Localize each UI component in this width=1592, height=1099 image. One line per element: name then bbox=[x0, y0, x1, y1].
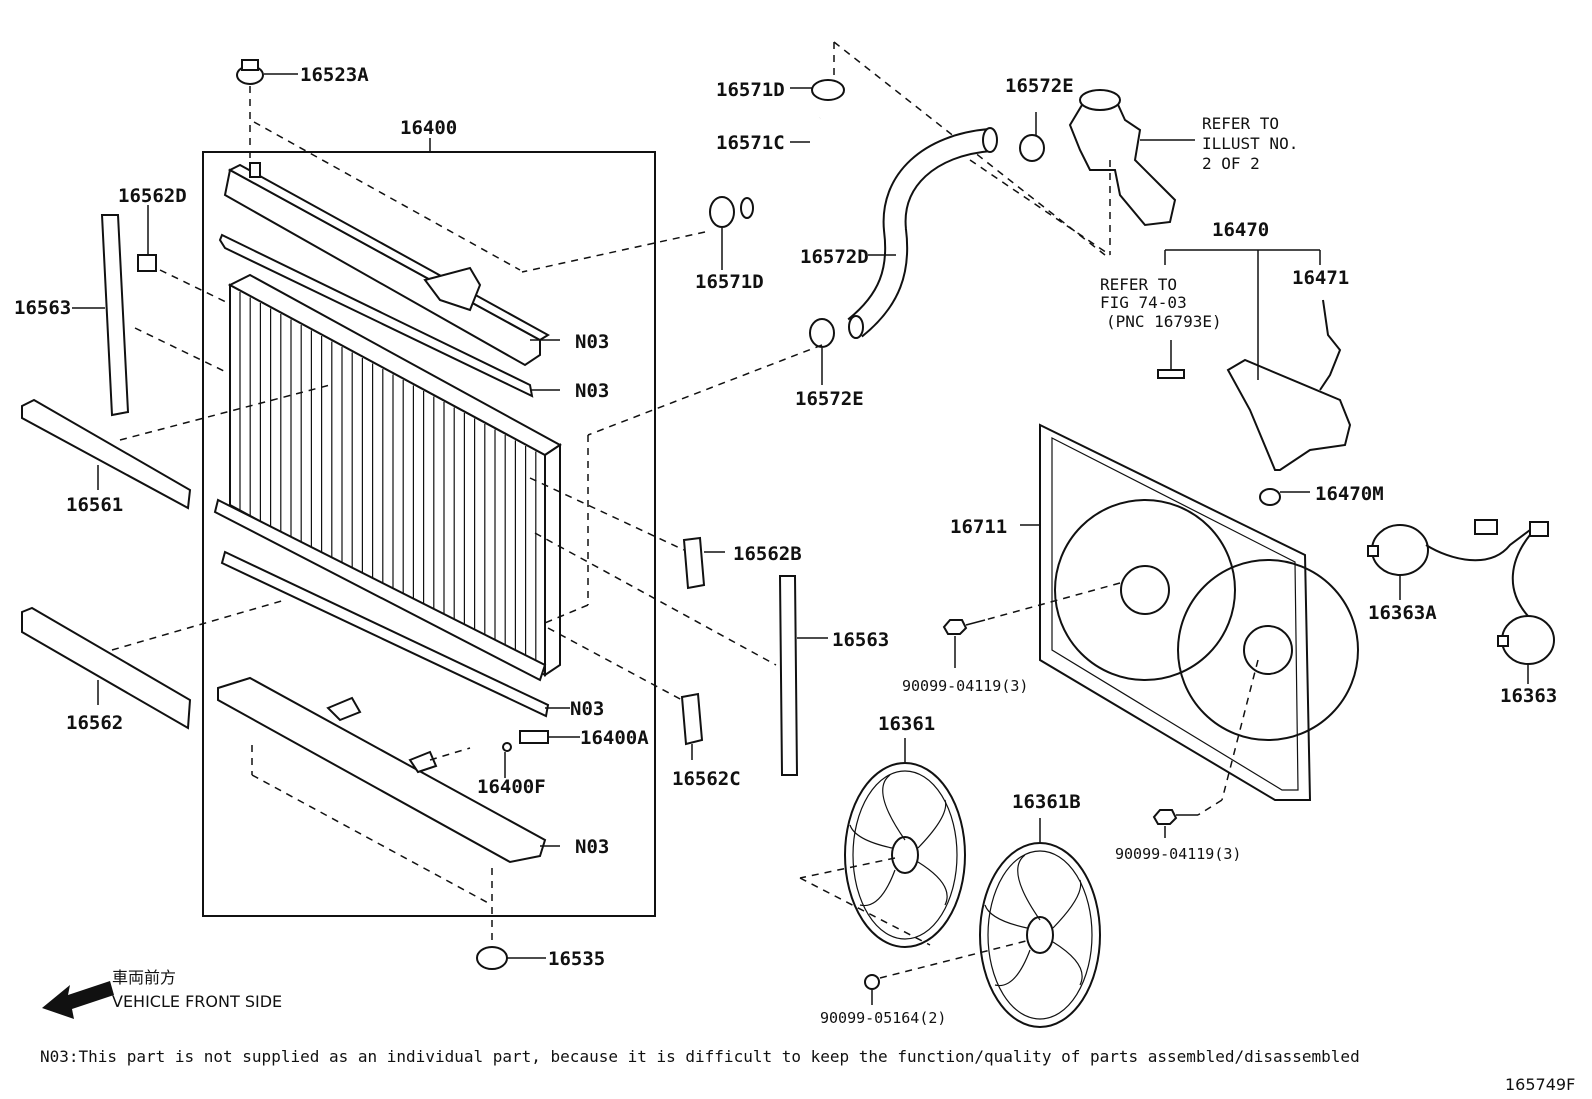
direction-japanese: 車両前方 bbox=[112, 968, 176, 987]
label-nut: 90099-05164(2) bbox=[820, 1009, 946, 1027]
label-16400F: 16400F bbox=[477, 776, 546, 798]
label-16400: 16400 bbox=[400, 117, 457, 139]
refer-fig-line-2: FIG 74-03 bbox=[1100, 293, 1187, 312]
clamp-16572E-bottom bbox=[539, 318, 835, 626]
label-16571D-top: 16571D bbox=[716, 79, 785, 101]
label-16562D: 16562D bbox=[118, 185, 187, 207]
fan-shroud bbox=[984, 423, 1359, 816]
reserve-tank bbox=[1157, 249, 1352, 471]
fan-16361B bbox=[979, 818, 1101, 1028]
lower-hose-16572D bbox=[847, 127, 998, 339]
nut bbox=[864, 939, 1031, 1005]
label-n03-4: N03 bbox=[575, 836, 609, 858]
label-16361B: 16361B bbox=[1012, 791, 1081, 813]
seal-16562C bbox=[547, 627, 704, 760]
label-16470M: 16470M bbox=[1315, 483, 1384, 505]
label-n03-2: N03 bbox=[575, 380, 609, 402]
label-16562: 16562 bbox=[66, 712, 123, 734]
bolt-lower bbox=[1152, 809, 1198, 838]
label-16400A: 16400A bbox=[580, 727, 649, 749]
label-16471: 16471 bbox=[1292, 267, 1349, 289]
label-16561: 16561 bbox=[66, 494, 123, 516]
refer-illust-line-3: 2 OF 2 bbox=[1202, 154, 1260, 173]
bolt-upper bbox=[942, 619, 986, 668]
label-16363A: 16363A bbox=[1368, 602, 1437, 624]
radiator-core bbox=[213, 273, 562, 682]
label-16523A: 16523A bbox=[300, 64, 369, 86]
label-16562B: 16562B bbox=[733, 543, 802, 565]
direction-english: VEHICLE FRONT SIDE bbox=[112, 992, 282, 1011]
motor-16363 bbox=[1497, 534, 1555, 684]
label-bolt-upper: 90099-04119(3) bbox=[902, 677, 1028, 695]
seal-16563-right bbox=[534, 532, 828, 776]
refer-illust-line-2: ILLUST NO. bbox=[1202, 134, 1298, 153]
lower-tank bbox=[217, 676, 560, 906]
upper-gasket bbox=[218, 233, 560, 398]
seal-16563-left bbox=[72, 214, 227, 417]
lower-gasket bbox=[220, 550, 570, 718]
water-outlet bbox=[969, 89, 1195, 256]
vehicle-front-arrow bbox=[42, 981, 114, 1019]
label-n03-1: N03 bbox=[575, 331, 609, 353]
label-16562C: 16562C bbox=[672, 768, 741, 790]
radiator-cap bbox=[236, 59, 298, 166]
label-16361: 16361 bbox=[878, 713, 935, 735]
fan-16361 bbox=[799, 738, 966, 948]
drain-cock bbox=[429, 730, 580, 778]
label-16470: 16470 bbox=[1212, 219, 1269, 241]
label-n03-3: N03 bbox=[570, 698, 604, 720]
upper-hose-16571C bbox=[740, 117, 829, 219]
label-16572E-top: 16572E bbox=[1005, 75, 1074, 97]
lower-cushion bbox=[476, 868, 546, 970]
seal-16561 bbox=[21, 384, 331, 510]
seal-16562B bbox=[529, 477, 725, 590]
label-16535: 16535 bbox=[548, 948, 605, 970]
footnote: N03:This part is not supplied as an indi… bbox=[40, 1047, 1360, 1066]
clamp-16572E-top bbox=[1019, 112, 1045, 162]
label-16572D: 16572D bbox=[800, 246, 869, 268]
seal-16562D bbox=[137, 205, 229, 304]
clamp-16571D-bottom bbox=[521, 196, 735, 273]
label-16571C: 16571C bbox=[716, 132, 785, 154]
label-16563-left: 16563 bbox=[14, 297, 71, 319]
refer-fig-line-1: REFER TO bbox=[1100, 275, 1177, 294]
radiator-assembly-frame bbox=[202, 138, 656, 917]
label-16572E-bottom: 16572E bbox=[795, 388, 864, 410]
seal-16562 bbox=[21, 599, 286, 730]
upper-tank bbox=[223, 121, 560, 367]
label-16571D-bottom: 16571D bbox=[695, 271, 764, 293]
motor-16363A bbox=[1367, 519, 1549, 600]
tank-cushion-16470M bbox=[1259, 488, 1310, 506]
refer-illust-line-1: REFER TO bbox=[1202, 114, 1279, 133]
refer-fig-line-3: (PNC 16793E) bbox=[1106, 312, 1222, 331]
label-16563-right: 16563 bbox=[832, 629, 889, 651]
label-16363: 16363 bbox=[1500, 685, 1557, 707]
figure-id: 165749F bbox=[1505, 1075, 1575, 1094]
label-bolt-lower: 90099-04119(3) bbox=[1115, 845, 1241, 863]
label-16711: 16711 bbox=[950, 516, 1007, 538]
